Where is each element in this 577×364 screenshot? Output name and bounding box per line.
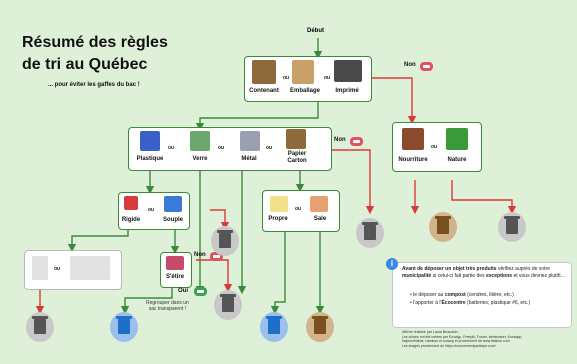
stretch-label: S'étire: [165, 274, 185, 280]
rigid-label: Rigide: [121, 217, 141, 223]
no-chip-materials: [350, 137, 363, 146]
bag-note: Regrouper dans un sac transparent !: [146, 300, 189, 312]
yes-chip-stretch: [194, 287, 207, 296]
info-exceptions: exceptions: [485, 273, 513, 279]
or-label-misc: ou: [54, 266, 61, 272]
start-label: Début: [307, 28, 324, 34]
info-b2-bold: Écocentre: [441, 300, 466, 306]
soft-label: Souple: [162, 217, 183, 223]
info-b2-post: (batteries, plastique #6, etc.): [465, 300, 531, 306]
stretch-icon: [166, 256, 184, 270]
or-label-top-2: ou: [324, 75, 331, 81]
or-label-organic: ou: [431, 144, 438, 150]
rigid-icon: [124, 196, 138, 210]
clean-icon: [270, 196, 288, 212]
info-icon: i: [386, 258, 398, 270]
top-item-1-label: Contenant: [249, 88, 279, 94]
no-label-stretch: Non: [194, 252, 206, 258]
organic-item-1-label: Nourriture: [398, 157, 428, 163]
credits-block: Affiche réalisée par Laura Beaudoin Les …: [402, 330, 574, 348]
container-icon: [252, 60, 276, 84]
materials-item-4-label: Papier Carton: [287, 151, 307, 164]
compost-bin-dirty: [306, 312, 334, 342]
metal-icon: [240, 131, 260, 151]
printer-icon: [334, 60, 362, 82]
credit-line-2: Les icônes ont été créées par Eucalyp, F…: [402, 334, 523, 339]
info-municipality: municipalité: [402, 273, 432, 279]
clean-label: Propre: [268, 216, 288, 222]
soft-icon: [164, 196, 182, 212]
subtitle: ... pour éviter les gaffes du bac !: [48, 82, 140, 88]
misc-plastic-icon-2: [70, 256, 110, 280]
paper-icon: [286, 129, 306, 149]
credit-line-4: Les images proviennent de https://mouvem…: [402, 343, 496, 348]
or-label-mat-2: ou: [218, 145, 225, 151]
glass-icon: [190, 131, 210, 151]
trash-bin-rigid: [211, 226, 239, 256]
title-line-1: Résumé des règles: [22, 34, 168, 51]
or-label-rigid: ou: [148, 207, 155, 213]
no-label-materials: Non: [334, 137, 346, 143]
materials-item-2-label: Verre: [192, 156, 208, 162]
trash-bin-stretch: [214, 290, 242, 320]
packaging-icon: [292, 60, 314, 84]
no-chip-top: [420, 62, 433, 71]
info-note: [392, 262, 572, 328]
info-bullet-1: • le déposer au compost (cendres, litièr…: [410, 292, 514, 298]
top-item-3-label: Imprimé: [335, 88, 359, 94]
info-bullet-2: • l'apporter à l'Écocentre (batteries, p…: [410, 300, 531, 306]
trash-bin-organic-no-2: [498, 212, 526, 242]
info-after-municipality: si celui-ci fait partie des: [431, 273, 486, 279]
info-text: Avant de déposer un objet très produits …: [402, 266, 566, 280]
recycle-bin-materials: [260, 312, 288, 342]
yes-label-stretch: Oui: [178, 288, 188, 294]
plastic-icon: [140, 131, 160, 151]
title-line-2: de tri au Québec: [22, 56, 148, 73]
compost-bin: [429, 212, 457, 242]
info-b1-bold: compost: [444, 292, 466, 298]
organic-item-2-label: Nature: [447, 157, 467, 163]
info-b1-post: (cendres, litière, etc.): [465, 292, 514, 298]
or-label-mat-1: ou: [168, 145, 175, 151]
info-b1-pre: le déposer au: [413, 292, 445, 298]
credit-line-1: Affiche réalisée par Laura Beaudoin: [402, 330, 458, 334]
or-label-top-1: ou: [283, 75, 290, 81]
nature-icon: [446, 128, 468, 150]
or-label-mat-3: ou: [266, 145, 273, 151]
info-b2-pre: l'apporter à l': [413, 300, 442, 306]
no-label-top: Non: [404, 62, 416, 68]
materials-item-3-label: Métal: [241, 156, 257, 162]
materials-item-1-label: Plastique: [136, 156, 164, 162]
info-intro-rest: vérifiez auprès de votre: [496, 266, 550, 272]
recycle-bin-bag: [110, 312, 138, 342]
dirty-icon: [310, 196, 328, 212]
trash-bin-organic-no-1: [356, 218, 384, 248]
trash-bin-misc: [26, 312, 54, 342]
credit-line-3: NajmunNahar, nawicon et surang et provie…: [402, 339, 510, 343]
no-chip-stretch: [210, 252, 223, 261]
top-item-2-label: Emballage: [289, 88, 320, 94]
misc-plastic-icon-1: [32, 256, 48, 280]
dirty-label: Sale: [313, 216, 327, 222]
info-intro-bold: Avant de déposer un objet très produits: [402, 266, 497, 272]
info-tail: et vous devriez plutôt...: [512, 273, 565, 279]
or-label-clean: ou: [295, 206, 302, 212]
food-icon: [402, 128, 424, 150]
